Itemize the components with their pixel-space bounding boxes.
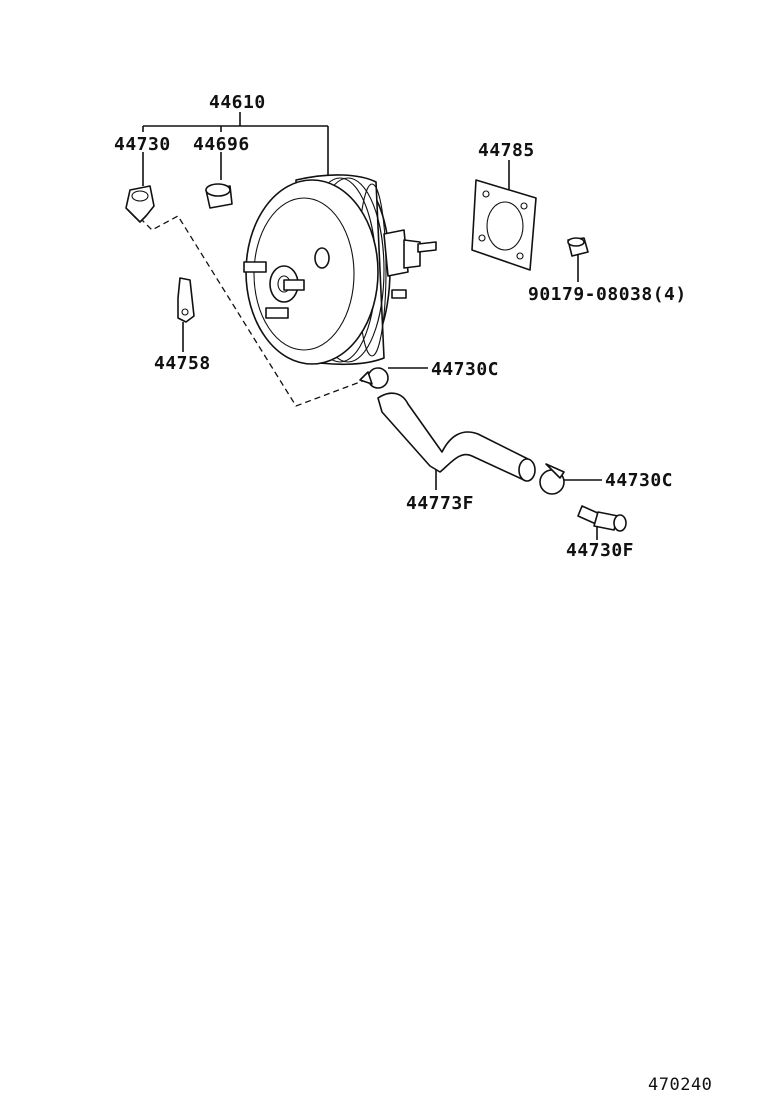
grommet xyxy=(205,183,233,209)
brake-booster xyxy=(243,174,437,366)
vacuum-hose xyxy=(377,392,536,482)
gasket xyxy=(471,179,537,271)
figure-number: 470240 xyxy=(648,1075,712,1095)
label-44785: 44785 xyxy=(478,140,535,161)
check-valve xyxy=(125,185,155,223)
label-44730f: 44730F xyxy=(566,540,634,561)
hose-route-dashed-line xyxy=(139,215,377,407)
label-44730c-upper: 44730C xyxy=(431,359,499,380)
label-44730c-lower: 44730C xyxy=(605,470,673,491)
lower-clamp xyxy=(539,463,565,495)
label-90179: 90179-08038(4) xyxy=(528,284,687,305)
label-44773f: 44773F xyxy=(406,493,474,514)
label-44730: 44730 xyxy=(114,134,171,155)
label-44610: 44610 xyxy=(209,92,266,113)
upper-clamp xyxy=(359,367,389,389)
nut xyxy=(567,237,589,257)
bracket xyxy=(177,277,195,323)
label-44696: 44696 xyxy=(193,134,250,155)
union-fitting xyxy=(577,505,627,532)
label-44758: 44758 xyxy=(154,353,211,374)
